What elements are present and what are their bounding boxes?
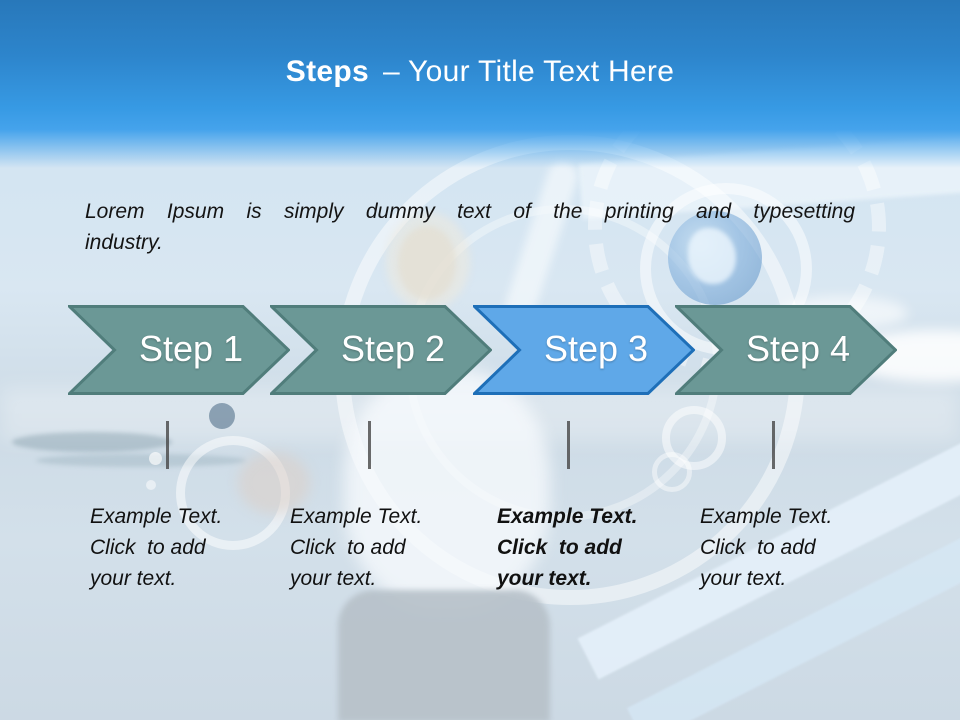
step-label: Step 2 [340,328,446,369]
header-band: Steps – Your Title Text Here [0,0,960,175]
platform-shape [12,432,172,452]
small-ring [662,406,726,470]
connector-line [567,421,570,469]
connector-line [368,421,371,469]
step-label: Step 1 [138,328,244,369]
connector-line [772,421,775,469]
chevron-step-3-highlighted[interactable]: Step 3 [473,305,695,395]
small-ring [652,452,692,492]
step-description-3[interactable]: Example Text. Click to add your text. [497,505,638,590]
dot [149,452,162,465]
dot [146,480,156,490]
title-subtitle: – Your Title Text Here [382,55,675,88]
intro-paragraph[interactable]: Lorem Ipsum is simply dummy text of the … [85,200,855,254]
chevron-arrow-shape [473,305,695,395]
platform-shape [36,454,246,467]
title-keyword: Steps [285,55,369,88]
chevron-arrow-shape [68,305,290,395]
step-description-4[interactable]: Example Text. Click to add your text. [700,505,833,590]
page-title[interactable]: Steps – Your Title Text Here [0,55,960,89]
chevron-step-4[interactable]: Step 4 [675,305,897,395]
mini-globe [209,403,235,429]
step-label: Step 4 [745,328,851,369]
woman-silhouette-skirt [338,590,550,720]
chevron-arrow-shape [270,305,492,395]
step-description-2[interactable]: Example Text. Click to add your text. [290,505,423,590]
connector-line [166,421,169,469]
chevron-step-2[interactable]: Step 2 [270,305,492,395]
chevron-step-1[interactable]: Step 1 [68,305,290,395]
step-label: Step 3 [543,328,649,369]
horizon-band [0,388,960,440]
chevron-arrow-shape [675,305,897,395]
step-description-1[interactable]: Example Text. Click to add your text. [90,505,223,590]
